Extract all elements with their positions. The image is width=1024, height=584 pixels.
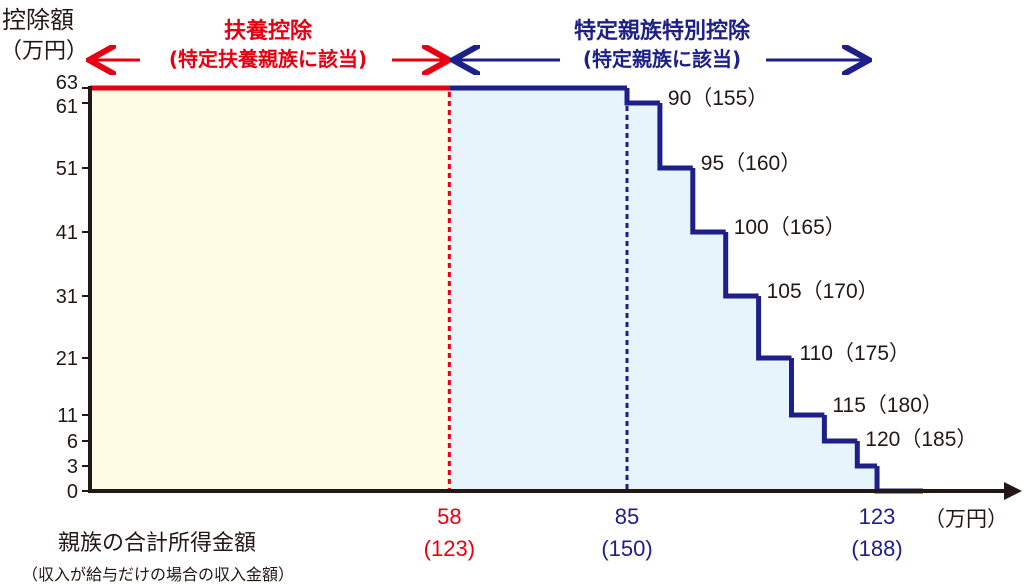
region-subtitle-dependent: (特定扶養親族に該当) <box>169 47 367 71</box>
step-label: 100（165） <box>734 216 846 239</box>
step-segment-10 <box>874 466 924 494</box>
step-segment-2 <box>624 88 660 106</box>
y-tick-label: 61 <box>56 96 78 118</box>
y-tick-label: 51 <box>56 158 78 180</box>
region-title-specified: 特定親族特別控除 <box>574 18 751 44</box>
y-tick-label: 31 <box>56 286 78 308</box>
x-mark-income: (150) <box>601 536 652 561</box>
step-segment-4 <box>690 168 726 235</box>
x-mark-value: 58 <box>437 504 461 529</box>
y-tick-label: 63 <box>56 72 78 94</box>
y-tick-label: 21 <box>56 348 78 370</box>
x-axis-note: （収入が給与だけの場合の収入金額） <box>22 565 294 584</box>
step-label: 105（170） <box>767 280 879 303</box>
step-label: 120（185） <box>865 428 977 451</box>
step-segment-3 <box>657 103 693 171</box>
y-tick-label: 11 <box>57 405 78 427</box>
x-axis-arrow-icon <box>1004 482 1022 500</box>
step-segment-8 <box>821 415 858 444</box>
step-label: 110（175） <box>800 342 911 365</box>
region-title-dependent: 扶養控除 <box>224 18 313 44</box>
y-tick-label: 3 <box>67 456 78 478</box>
y-tick-label: 0 <box>67 481 78 503</box>
y-axis-title: 控除額 <box>2 6 74 34</box>
step-segment-6 <box>756 296 792 361</box>
x-axis-unit: （万円） <box>924 507 1008 531</box>
y-axis-unit: （万円） <box>0 39 88 64</box>
region-subtitle-specified: (特定親族に該当) <box>583 47 741 71</box>
x-mark-value: 123 <box>859 504 896 529</box>
x-mark-income: (188) <box>851 536 902 561</box>
step-segment-5 <box>723 232 759 299</box>
y-tick-label: 6 <box>67 431 78 453</box>
x-axis-title: 親族の合計所得金額 <box>58 531 256 556</box>
x-mark-income: (123) <box>424 536 475 561</box>
step-label: 95（160） <box>701 152 801 175</box>
region-fill-0 <box>90 88 450 491</box>
area-above-steps <box>627 88 878 466</box>
step-label: 115（180） <box>832 394 943 417</box>
y-tick-label: 41 <box>56 222 78 244</box>
x-mark-value: 85 <box>615 504 639 529</box>
step-segment-7 <box>789 358 825 418</box>
step-segment-9 <box>854 441 878 469</box>
step-label: 90（155） <box>668 87 768 110</box>
